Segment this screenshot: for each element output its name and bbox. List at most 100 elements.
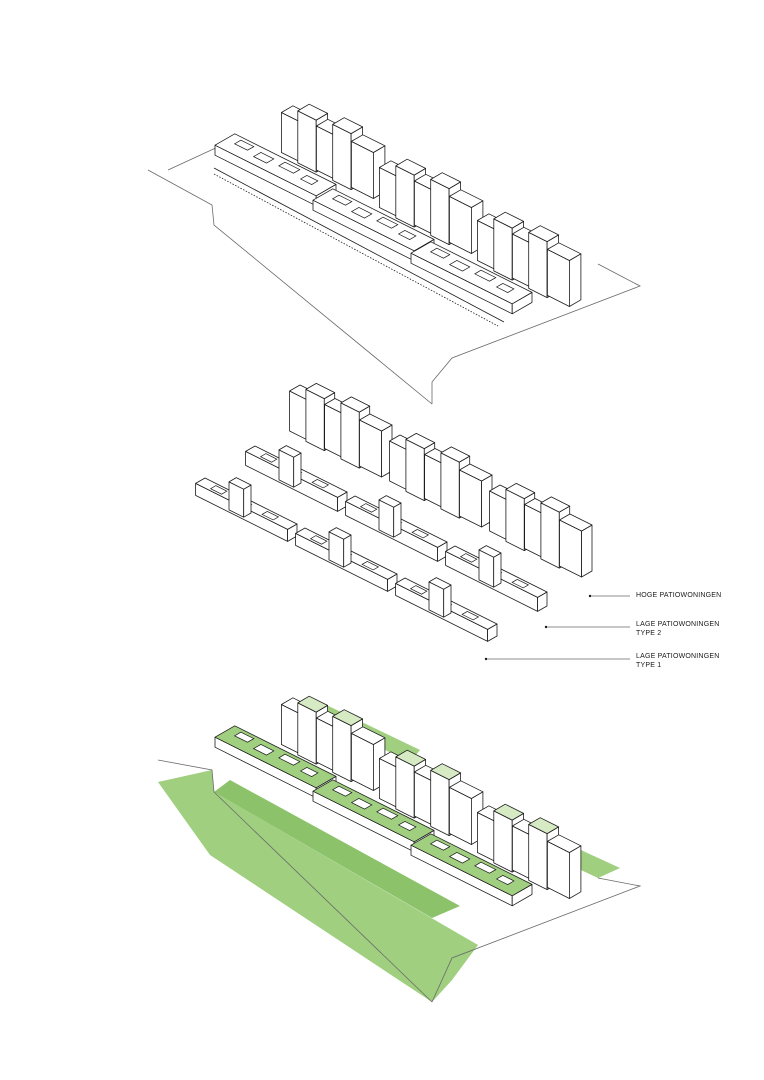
- legend-hoge-patiowoningen: HOGE PATIOWONINGEN: [636, 591, 721, 600]
- top-block-2-low-patio-1: [448, 260, 471, 272]
- legend-lage2-line1: LAGE PATIOWONINGEN: [636, 621, 720, 628]
- bot-block-2-low-patio-0: [429, 839, 451, 851]
- bot-block-0-low-patio-0: [233, 731, 255, 743]
- bot-block-1-tall-volume-4-top: [448, 780, 484, 799]
- mid-lage1-0-riser-top: [228, 477, 252, 490]
- legend-lage-patiowoningen-type-1: LAGE PATIOWONINGEN TYPE 1: [636, 652, 719, 670]
- green-site-boundary-east: [431, 877, 642, 1003]
- mid-lage2-2-riser-top: [478, 545, 502, 558]
- bot-block-1-tall-volume-3-front: [430, 770, 450, 836]
- mid-lage1-1-riser-side: [343, 534, 352, 568]
- site-boundary-north: [167, 145, 221, 171]
- mid-hoge-0-volume-4-top: [359, 413, 393, 432]
- bot-block-1-low-patio-1: [350, 798, 373, 810]
- mid-lage2-2-patio-2: [511, 579, 530, 589]
- mid-hoge-0-volume-3-top: [340, 396, 371, 413]
- mid-lage2-0-patio-0: [259, 453, 278, 463]
- top-block-0-low-patio-0: [233, 139, 255, 151]
- mid-hoge-0-volume-3-front: [340, 402, 360, 469]
- top-block-1-low-patio-1: [350, 207, 373, 219]
- top-block-0-tall-volume-4-top: [350, 134, 386, 153]
- top-block-2-tall-volume-3-top: [528, 225, 559, 243]
- mid-hoge-2-volume-3-front: [540, 502, 560, 569]
- mid-lage2-2-riser-side: [493, 552, 502, 588]
- top-block-2-tall-volume-4-side: [569, 253, 582, 307]
- exploded-building-types: [195, 382, 593, 642]
- top-block-1-tall-volume-1-top: [395, 158, 427, 176]
- top-block-1-tall-volume-1-front: [395, 165, 415, 228]
- mid-lage1-1-patio-0: [309, 535, 328, 545]
- bot-block-2-low-patio-2: [474, 861, 497, 874]
- top-block-2-low-patio-0: [429, 247, 451, 259]
- bot-block-2-tall-volume-4-top: [547, 834, 582, 853]
- mid-hoge-2-volume-4-side: [581, 524, 593, 578]
- mid-hoge-0-volume-1-top: [305, 382, 336, 400]
- legend-lage1-line1: LAGE PATIOWONINGEN: [636, 653, 720, 660]
- mid-lage1-0-riser-side: [243, 484, 252, 518]
- bot-block-2-low-patio-3: [495, 875, 515, 885]
- site-axonometric-green: [157, 695, 642, 1003]
- legend-lage1-line2: TYPE 1: [636, 662, 662, 669]
- legend-leader-lines: [484, 594, 630, 661]
- site-boundary-west: [147, 169, 433, 405]
- mid-lage2-2-patio-0: [459, 553, 478, 563]
- top-block-0-low-patio-2: [278, 161, 301, 174]
- mid-hoge-2-volume-1-top: [505, 482, 536, 500]
- mid-hoge-1-volume-3-front: [440, 452, 460, 519]
- top-block-2-tall-volume-4-top: [547, 242, 582, 261]
- mid-lage1-0-patio-2: [261, 511, 280, 521]
- mid-hoge-1-volume-4-top: [459, 463, 493, 482]
- legend-hoge-line1: HOGE PATIOWONINGEN: [636, 592, 722, 599]
- top-block-1-low-patio-2: [376, 216, 399, 229]
- site-axonometric-outline: [147, 103, 641, 405]
- bot-block-1-tall-volume-3-top: [430, 763, 462, 780]
- leader-dot-0: [588, 594, 592, 598]
- bot-block-2-tall-volume-4-side: [569, 845, 582, 899]
- top-block-2-low-patio-2: [474, 269, 497, 282]
- bot-block-2-tall-volume-3-front: [528, 824, 548, 890]
- top-block-0-low-patio-1: [252, 152, 275, 164]
- green-site-boundary-west: [157, 759, 433, 1003]
- mid-hoge-1-volume-3-top: [440, 446, 471, 463]
- top-block-2-tall-volume-3-front: [528, 231, 548, 299]
- bot-block-0-tall-volume-3-front: [332, 716, 352, 782]
- mid-lage2-1-riser-top: [378, 495, 402, 508]
- bot-block-1-low-patio-2: [376, 807, 399, 820]
- bot-block-1-low-patio-0: [331, 785, 353, 797]
- top-block-0-tall-volume-3-top: [332, 117, 364, 135]
- leader-dot-2: [484, 657, 488, 661]
- top-block-1-tall-volume-3-front: [430, 178, 450, 246]
- mid-hoge-1-volume-1-top: [405, 432, 436, 450]
- mid-lage1-2-riser-top: [428, 577, 452, 590]
- top-block-0-low-patio-3: [299, 175, 319, 185]
- bot-block-2-tall-volume-3-top: [528, 817, 559, 834]
- mid-lage2-1-riser-side: [393, 502, 402, 538]
- bot-block-0-low-patio-3: [299, 767, 319, 777]
- bot-block-1-tall-volume-1-front: [395, 756, 415, 819]
- mid-lage2-0-patio-2: [311, 479, 330, 489]
- top-block-0-tall-volume-1-front: [297, 110, 317, 173]
- mid-lage2-0-riser-side: [293, 452, 302, 488]
- bot-block-2-tall-volume-1-top: [493, 803, 524, 821]
- mid-hoge-2-volume-4-top: [559, 513, 593, 532]
- top-block-2-low-patio-3: [495, 283, 515, 293]
- mid-hoge-2-volume-1-front: [505, 488, 525, 551]
- mid-lage1-1-patio-2: [361, 561, 380, 571]
- green-lawn-main: [158, 770, 478, 1002]
- top-block-1-tall-volume-3-top: [430, 172, 462, 190]
- mid-lage1-2-patio-2: [461, 611, 480, 621]
- road-edge-1: [213, 167, 505, 323]
- legend-lage-patiowoningen-type-2: LAGE PATIOWONINGEN TYPE 2: [636, 620, 719, 638]
- mid-lage1-1-riser-top: [328, 527, 352, 540]
- mid-lage2-0-riser-top: [278, 445, 302, 458]
- bot-block-0-low-patio-1: [252, 744, 275, 756]
- bot-block-0-tall-volume-1-top: [297, 695, 329, 713]
- top-block-2-tall-volume-1-front: [493, 218, 513, 281]
- top-block-1-low-patio-0: [331, 194, 353, 206]
- mid-hoge-2-volume-3-top: [540, 496, 571, 513]
- top-block-0-tall-volume-1-top: [297, 103, 329, 121]
- bot-block-0-tall-volume-1-front: [297, 702, 317, 765]
- top-block-1-low-patio-3: [397, 230, 417, 240]
- mid-lage2-1-patio-0: [359, 503, 378, 513]
